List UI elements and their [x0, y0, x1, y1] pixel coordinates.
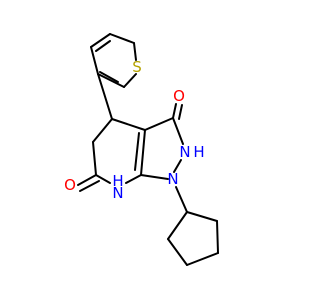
atom-sulfur: S	[132, 58, 142, 76]
atom-n2: N	[179, 143, 190, 161]
bond-c6-n7	[95, 174, 111, 184]
bond-c3a-c3	[144, 117, 174, 131]
bond-thiophene-5-inner	[99, 71, 119, 83]
atom-n2-hydrogen: H	[193, 143, 204, 161]
atom-oxygen-top: O	[173, 87, 185, 105]
molecule-svg: S O N H N H N O	[64, 33, 219, 266]
bond-cp-1	[186, 211, 218, 222]
bond-cp-2	[216, 220, 219, 254]
bond-thiophene-5	[97, 73, 125, 88]
bond-thiophene-3	[133, 42, 137, 61]
bond-cp-4	[167, 238, 188, 266]
bond-thiophene-6	[90, 46, 99, 75]
bond-c5-c6	[92, 141, 97, 176]
bond-c6-o-inner	[79, 180, 100, 192]
bond-cp-5	[167, 211, 188, 240]
atom-n7: N	[112, 184, 123, 202]
bond-n2-n1	[173, 159, 182, 173]
bond-c6-o	[77, 174, 97, 186]
bond-n1-cyclopentyl	[175, 186, 188, 213]
atom-oxygen-left: O	[64, 176, 76, 194]
bond-c3-n2	[172, 117, 184, 145]
bond-c4-c5	[92, 118, 113, 143]
molecule-structure: S O N H N H N O	[64, 33, 219, 266]
bond-thiophene-1-inner	[95, 40, 111, 52]
atom-n1: N	[167, 170, 178, 188]
atom-n7-hydrogen: H	[112, 172, 123, 190]
bond-n7-c7a	[125, 174, 142, 184]
bond-c3-o	[172, 103, 177, 119]
bond-link	[97, 73, 113, 120]
bond-thiophene-2	[109, 33, 135, 44]
bond-n1-c7a	[140, 174, 169, 180]
bond-c7a-c3a	[140, 129, 146, 176]
bond-c3a-c4	[111, 118, 146, 131]
bond-thiophene-4	[123, 73, 137, 88]
bond-c3-o-inner	[178, 104, 183, 120]
bond-cp-3	[186, 252, 219, 266]
bond-c7a-c3a-inner	[134, 132, 140, 171]
bond-thiophene-1	[90, 33, 111, 48]
